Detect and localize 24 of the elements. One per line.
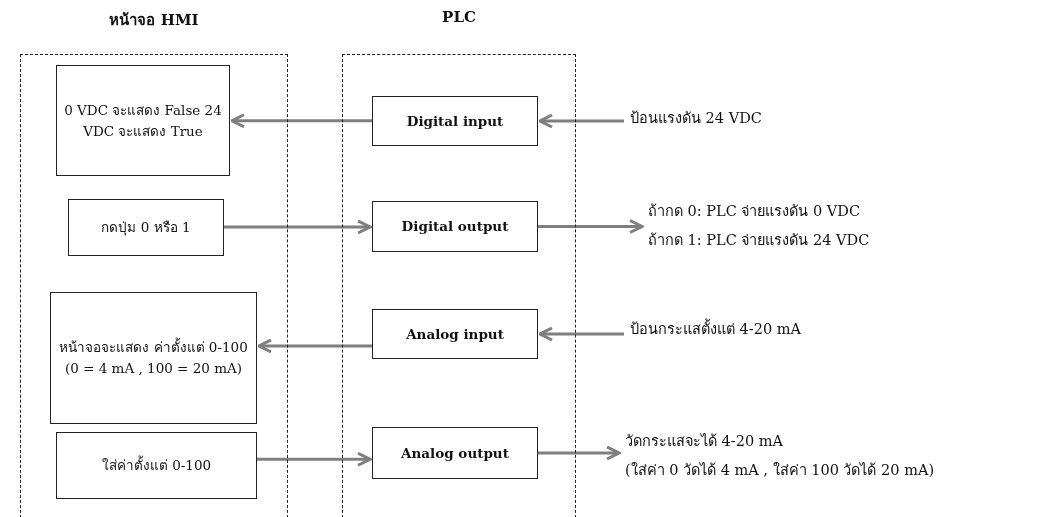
arrow	[538, 113, 624, 129]
annotation-text: ถ้ากด 0: PLC จ่ายแรงดัน 0 VDC	[648, 202, 862, 221]
annotation-text: ป้อนกระแสตั้งแต่ 4-20 mA	[630, 312, 845, 347]
arrow	[257, 338, 372, 354]
text-box: ใส่ค่าตั้งแต่ 0-100	[56, 432, 257, 499]
text-box: 0 VDC จะแสดง False 24 VDC จะแสดง True	[56, 65, 230, 176]
text-box: หน้าจอจะแสดง ค่าตั้งแต่ 0-100 (0 = 4 mA , 100 = 20 mA)	[50, 292, 257, 424]
plc-block: Digital input	[372, 96, 538, 146]
arrow	[230, 113, 372, 129]
text-box: กดปุ่ม 0 หรือ 1	[68, 199, 224, 256]
annotation-text: วัดกระแสจะได้ 4-20 mA	[625, 432, 784, 451]
annotation-text: ถ้ากด 1: PLC จ่ายแรงดัน 24 VDC	[648, 230, 871, 250]
annotation-text: (ใส่ค่า 0 วัดได้ 4 mA , ใส่ค่า 100 วัดได้ 20 mA)	[625, 460, 936, 480]
arrow	[538, 445, 621, 461]
group-title: PLC	[441, 8, 477, 26]
arrow	[538, 219, 644, 234]
arrow	[257, 451, 372, 467]
arrow	[538, 326, 624, 342]
group-title: หน้าจอ HMI	[108, 10, 200, 31]
plc-block: Digital output	[372, 201, 538, 252]
plc-block: Analog output	[372, 427, 538, 479]
annotation-text: ป้อนแรงดัน 24 VDC	[630, 109, 763, 128]
arrow	[224, 219, 372, 235]
plc-block: Analog input	[372, 309, 538, 359]
